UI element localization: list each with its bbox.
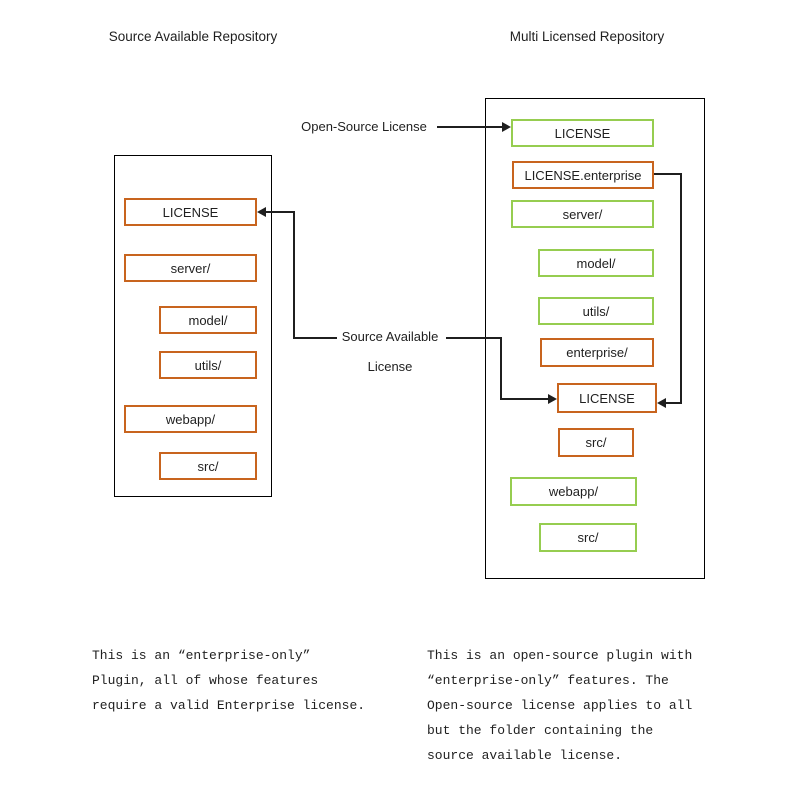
right-box-src-open: src/ (539, 523, 637, 552)
right-box-server: server/ (511, 200, 654, 228)
right-note-line: Open-source license applies to all (427, 698, 693, 713)
left-repo-title: Source Available Repository (108, 29, 278, 44)
connector-sal-left-v (293, 211, 295, 339)
right-note-line: This is an open-source plugin with (427, 648, 693, 663)
connector-sal-left-h1 (293, 337, 337, 339)
arrowhead-sal-right-icon (548, 394, 557, 404)
arrowhead-sal-left-icon (257, 207, 266, 217)
right-note-line: source available license. (427, 748, 623, 763)
left-box-license: LICENSE (124, 198, 257, 226)
left-box-webapp: webapp/ (124, 405, 257, 433)
right-note: This is an open-source plugin with “ente… (427, 643, 692, 768)
connector-sal-right-v (500, 337, 502, 399)
connector-open-source-line (437, 126, 503, 128)
right-repo-title: Multi Licensed Repository (509, 29, 665, 44)
open-source-license-label: Open-Source License (301, 119, 427, 134)
connector-enterprise-h1 (654, 173, 682, 175)
left-box-src: src/ (159, 452, 257, 480)
left-note-line: Plugin, all of whose features (92, 673, 319, 688)
connector-sal-right-h2 (500, 398, 548, 400)
right-box-webapp: webapp/ (510, 477, 637, 506)
source-available-label-line1: Source Available (341, 329, 439, 344)
right-note-line: but the folder containing the (427, 723, 654, 738)
left-note: This is an “enterprise-only” Plugin, all… (92, 643, 365, 718)
arrowhead-enterprise-icon (657, 398, 666, 408)
connector-enterprise-h2 (666, 402, 682, 404)
right-box-src-enterprise: src/ (558, 428, 634, 457)
left-box-model: model/ (159, 306, 257, 334)
arrowhead-open-source-icon (502, 122, 511, 132)
right-box-license-open: LICENSE (511, 119, 654, 147)
right-box-license-enterprise: LICENSE.enterprise (512, 161, 654, 189)
left-note-line: This is an “enterprise-only” (92, 648, 311, 663)
left-note-line: require a valid Enterprise license. (92, 698, 366, 713)
left-box-server: server/ (124, 254, 257, 282)
right-box-license-inner: LICENSE (557, 383, 657, 413)
right-box-model: model/ (538, 249, 654, 277)
source-available-label-line2: License (367, 359, 413, 374)
right-box-enterprise-folder: enterprise/ (540, 338, 654, 367)
right-box-utils: utils/ (538, 297, 654, 325)
connector-sal-right-h1 (446, 337, 502, 339)
connector-enterprise-v (680, 173, 682, 404)
connector-sal-left-h2 (266, 211, 295, 213)
left-box-utils: utils/ (159, 351, 257, 379)
right-note-line: “enterprise-only” features. The (427, 673, 669, 688)
